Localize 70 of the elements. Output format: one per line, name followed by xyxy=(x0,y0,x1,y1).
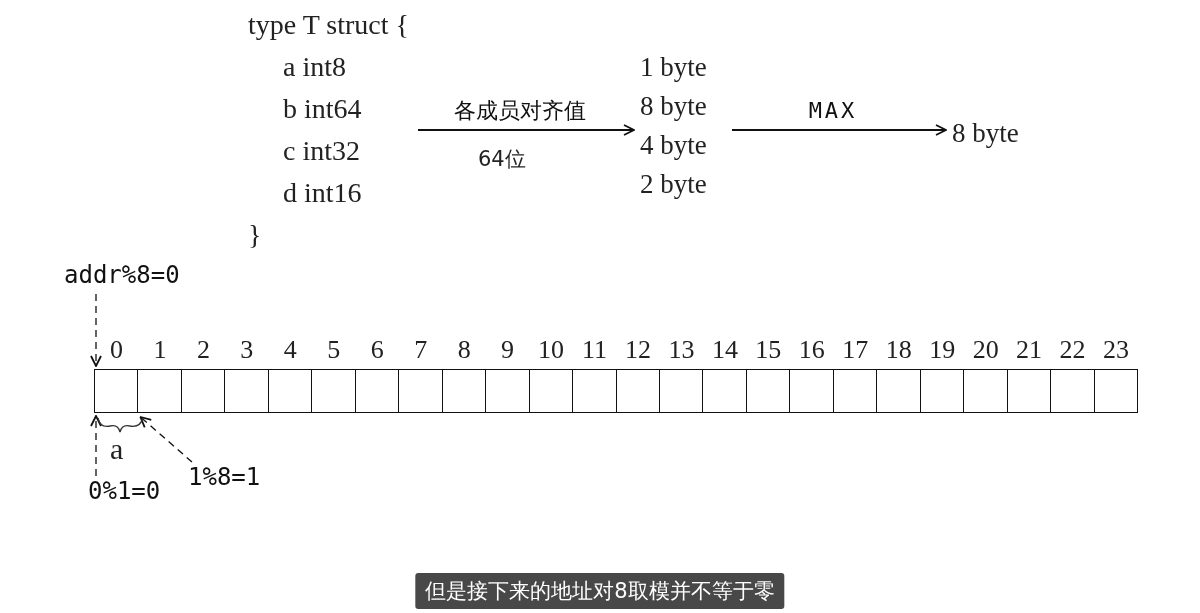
memory-cell xyxy=(876,369,922,413)
formula-text: 1%8=1 xyxy=(188,462,261,493)
memory-cell xyxy=(963,369,1009,413)
size-text: 1 byte xyxy=(640,51,707,84)
size-text: 8 byte xyxy=(640,90,707,123)
index-number: 20 xyxy=(971,335,1000,365)
memory-cell xyxy=(919,369,965,413)
memory-cell xyxy=(745,369,791,413)
index-number: 4 xyxy=(282,335,298,365)
code-line: c int32 xyxy=(282,134,360,168)
memory-cell xyxy=(832,369,878,413)
index-number: 6 xyxy=(369,335,385,365)
leader-arrow xyxy=(90,415,102,477)
leader-arrow xyxy=(139,416,193,463)
arrow xyxy=(732,124,947,136)
memory-cell xyxy=(441,369,487,413)
index-number: 8 xyxy=(456,335,472,365)
index-number: 0 xyxy=(108,335,124,365)
memory-cell xyxy=(94,369,139,413)
index-number: 7 xyxy=(413,335,429,365)
formula-text: addr%8=0 xyxy=(64,260,180,291)
code-line: a int8 xyxy=(282,50,346,84)
memory-cell xyxy=(615,369,661,413)
index-number: 1 xyxy=(152,335,168,365)
code-line: b int64 xyxy=(282,92,362,126)
memory-cell xyxy=(224,369,270,413)
field-label: a xyxy=(110,434,124,464)
index-number: 2 xyxy=(195,335,211,365)
memory-cell xyxy=(658,369,704,413)
memory-cell xyxy=(702,369,748,413)
index-number: 15 xyxy=(754,335,783,365)
subtitle: 但是接下来的地址对8取模并不等于零 xyxy=(415,573,785,609)
index-number: 11 xyxy=(581,335,609,365)
memory-cell xyxy=(137,369,183,413)
code-line: d int16 xyxy=(282,176,362,210)
memory-cell xyxy=(1050,369,1096,413)
index-number: 13 xyxy=(667,335,696,365)
index-number: 16 xyxy=(797,335,826,365)
memory-cell xyxy=(528,369,574,413)
index-number: 18 xyxy=(884,335,913,365)
memory-cell xyxy=(1006,369,1052,413)
index-number: 14 xyxy=(710,335,739,365)
code-line: type T struct { xyxy=(248,8,409,42)
size-text: 4 byte xyxy=(640,129,707,162)
memory-cell xyxy=(267,369,313,413)
memory-cell xyxy=(180,369,226,413)
index-number: 3 xyxy=(239,335,255,365)
memory-cell xyxy=(789,369,835,413)
index-number: 22 xyxy=(1058,335,1087,365)
index-number: 5 xyxy=(326,335,342,365)
size-text: 8 byte xyxy=(952,117,1019,150)
leader-arrow xyxy=(90,293,102,367)
memory-cell xyxy=(485,369,531,413)
code-line: } xyxy=(248,218,262,252)
index-number: 10 xyxy=(537,335,566,365)
size-text: 2 byte xyxy=(640,168,707,201)
formula-text: 0%1=0 xyxy=(88,476,161,507)
index-number: 19 xyxy=(928,335,957,365)
memory-cell xyxy=(1093,369,1139,413)
arrow xyxy=(418,124,635,136)
index-number: 23 xyxy=(1102,335,1130,365)
memory-cell xyxy=(398,369,444,413)
index-number: 21 xyxy=(1015,335,1044,365)
index-number: 17 xyxy=(841,335,870,365)
memory-cell xyxy=(354,369,400,413)
index-number: 12 xyxy=(623,335,652,365)
memory-cell xyxy=(311,369,357,413)
index-number: 9 xyxy=(500,335,516,365)
memory-cell xyxy=(572,369,617,413)
note-text: 64位 xyxy=(478,146,526,173)
